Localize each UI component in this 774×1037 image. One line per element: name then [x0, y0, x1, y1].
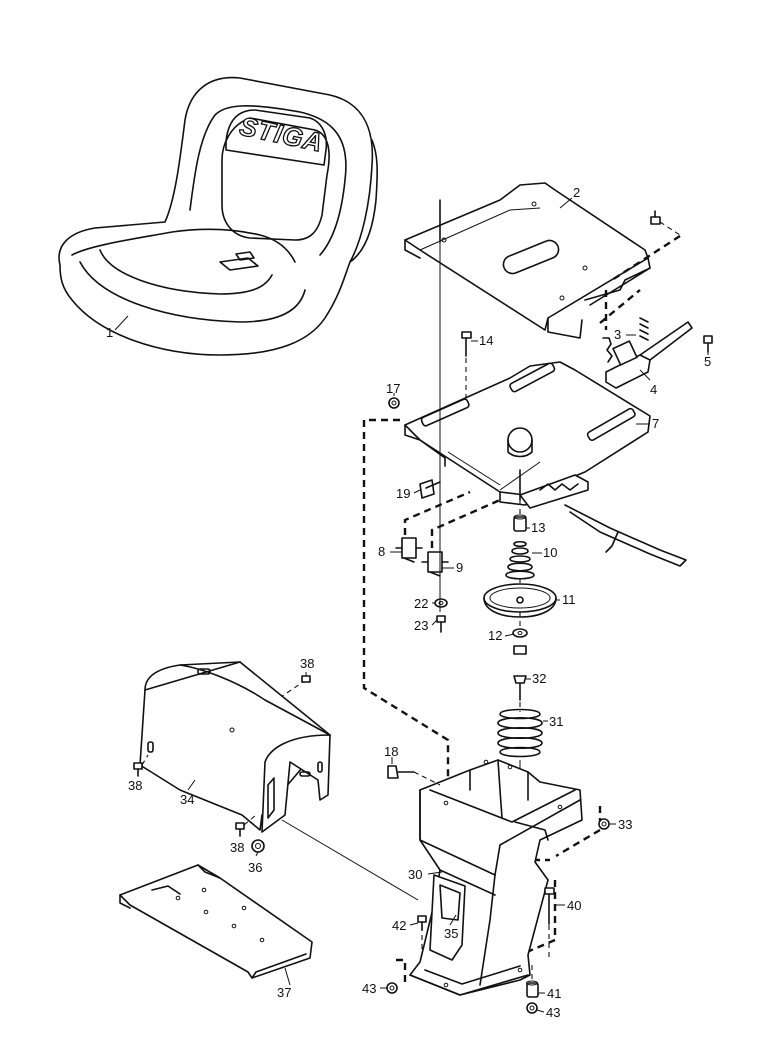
callout-30: 30 — [408, 867, 422, 882]
callout-22: 22 — [414, 596, 428, 611]
callout-41: 41 — [547, 986, 561, 1001]
callout-31: 31 — [549, 714, 563, 729]
callout-34: 34 — [180, 792, 194, 807]
washer-12-part — [512, 628, 528, 655]
nut-43a-part — [386, 982, 398, 994]
callout-33: 33 — [618, 817, 632, 832]
callout-5: 5 — [704, 354, 711, 369]
nut-43b-part — [526, 1002, 538, 1014]
seat-part: STIGA — [58, 76, 378, 356]
callout-37: 37 — [277, 985, 291, 1000]
screw-38c-part — [235, 814, 257, 837]
bolt-32-part — [513, 675, 527, 701]
callout-11: 11 — [562, 592, 576, 607]
callout-23: 23 — [414, 618, 428, 633]
bolt-40-part — [544, 887, 555, 925]
screw-23-part — [436, 615, 446, 633]
base-plate-37-part — [119, 864, 313, 979]
callout-32: 32 — [532, 671, 546, 686]
adjust-lever-part — [599, 289, 693, 389]
nut-36-part — [251, 839, 265, 853]
callout-10: 10 — [543, 545, 557, 560]
callout-leaders — [114, 197, 709, 1013]
callout-36: 36 — [248, 860, 262, 875]
callout-1: 1 — [106, 325, 113, 340]
callout-labels: 1 2 3 4 5 7 8 9 10 11 12 13 14 17 18 19 … — [106, 185, 711, 1020]
callout-17: 17 — [386, 381, 400, 396]
bolt-18-part — [387, 765, 441, 786]
callout-38-top: 38 — [300, 656, 314, 671]
spring-10-part — [505, 540, 535, 580]
pedestal-30-part — [409, 759, 583, 996]
callout-35: 35 — [444, 926, 458, 941]
bolt-14-part — [461, 331, 472, 400]
spacer-41-part — [526, 980, 539, 998]
callout-8: 8 — [378, 544, 385, 559]
spacer-13-part — [513, 514, 527, 532]
callout-3: 3 — [614, 327, 621, 342]
switch-9-part — [421, 551, 449, 577]
lever-screw-part — [703, 335, 713, 353]
callout-18: 18 — [384, 744, 398, 759]
callout-42: 42 — [392, 918, 406, 933]
callout-38-bottom: 38 — [230, 840, 244, 855]
callout-9: 9 — [456, 560, 463, 575]
callout-4: 4 — [650, 382, 657, 397]
slide-rail-part — [404, 361, 687, 567]
callout-2: 2 — [573, 185, 580, 200]
nut-17-part — [388, 397, 400, 409]
cover-34-part — [139, 661, 331, 833]
callout-40: 40 — [567, 898, 581, 913]
spring-31-part — [497, 708, 543, 758]
callout-14: 14 — [479, 333, 493, 348]
screw-38a-part — [301, 675, 311, 683]
screw-42-part — [417, 915, 427, 931]
callout-12: 12 — [488, 628, 502, 643]
callout-7: 7 — [652, 416, 659, 431]
bracket-19-part — [419, 479, 441, 499]
washer-22-part — [434, 598, 448, 608]
switch-8-part — [395, 537, 423, 563]
plate-screw-part — [611, 210, 681, 282]
callout-38-left: 38 — [128, 778, 142, 793]
callout-13: 13 — [531, 520, 545, 535]
callout-19: 19 — [396, 486, 410, 501]
nut-33-part — [598, 818, 610, 830]
seat-plate-part — [404, 182, 651, 339]
callout-43-right: 43 — [546, 1005, 560, 1020]
screw-38b-part — [133, 754, 149, 777]
callout-43-left: 43 — [362, 981, 376, 996]
